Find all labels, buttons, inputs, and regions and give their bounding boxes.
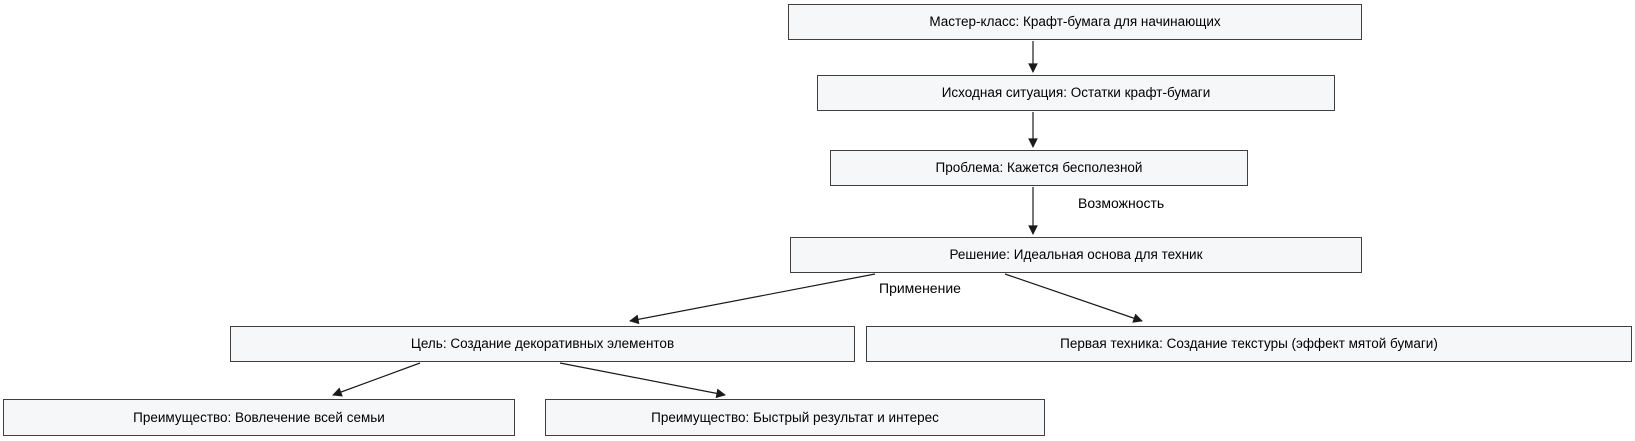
edge-goal-to-benefit-family-arrow <box>332 362 421 397</box>
edge-solution-to-goal-arrow <box>629 273 876 325</box>
node-master-class: Мастер-класс: Крафт-бумага для начинающи… <box>788 4 1362 40</box>
node-label: Преимущество: Вовлечение всей семьи <box>133 409 385 425</box>
node-initial-situation: Исходная ситуация: Остатки крафт-бумаги <box>817 75 1335 111</box>
node-label: Проблема: Кажется бесполезной <box>935 160 1143 176</box>
node-problem: Проблема: Кажется бесполезной <box>830 150 1248 186</box>
edge-goal-to-benefit-quick-arrow <box>559 362 726 399</box>
edge-label-opportunity: Возможность <box>1078 195 1165 211</box>
node-first-technique: Первая техника: Создание текстуры (эффек… <box>866 326 1632 362</box>
node-benefit-family: Преимущество: Вовлечение всей семьи <box>3 399 515 436</box>
node-solution: Решение: Идеальная основа для техник <box>790 237 1362 273</box>
node-label: Первая техника: Создание текстуры (эффек… <box>1060 336 1438 352</box>
node-label: Исходная ситуация: Остатки крафт-бумаги <box>941 85 1211 101</box>
node-label: Преимущество: Быстрый результат и интере… <box>651 409 939 425</box>
node-label: Решение: Идеальная основа для техник <box>949 247 1203 263</box>
node-benefit-quick-result: Преимущество: Быстрый результат и интере… <box>545 399 1045 436</box>
edge-solution-to-technique-arrow <box>1004 273 1143 323</box>
node-goal: Цель: Создание декоративных элементов <box>230 326 855 362</box>
edge-label-application: Применение <box>879 280 961 296</box>
node-label: Цель: Создание декоративных элементов <box>410 336 675 352</box>
node-label: Мастер-класс: Крафт-бумага для начинающи… <box>929 14 1221 30</box>
